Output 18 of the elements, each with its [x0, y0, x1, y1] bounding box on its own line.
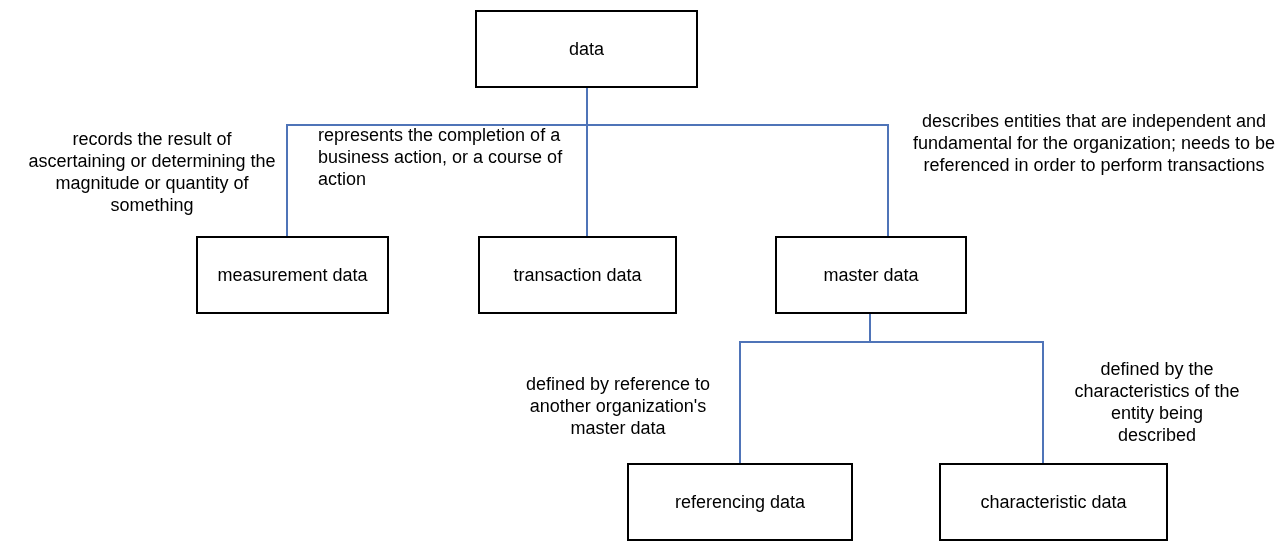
category-box	[939, 463, 1168, 541]
category-box	[775, 236, 967, 314]
description-text: represents the completion of a business action, or a course of action	[318, 124, 564, 190]
category-box	[627, 463, 853, 541]
box-label: measurement data	[217, 263, 368, 287]
category-box	[196, 236, 389, 314]
connector-line	[869, 313, 1044, 464]
category-box	[478, 236, 677, 314]
description-text: describes entities that are independent and fundamental for the organization; needs to be referenced in order to perform transactions	[911, 110, 1277, 176]
box-label: characteristic data	[980, 490, 1127, 514]
description-text: records the result of ascertaining or determining the magnitude or quantity of something	[27, 128, 277, 216]
box-label: transaction data	[513, 263, 642, 287]
box-label: referencing data	[674, 490, 806, 514]
box-label: data	[568, 37, 604, 61]
box-label: master data	[823, 263, 919, 287]
category-box	[475, 10, 698, 88]
description-text: defined by reference to another organization's master data	[524, 373, 712, 439]
description-text: defined by the characteristics of the entity being described	[1073, 358, 1241, 446]
